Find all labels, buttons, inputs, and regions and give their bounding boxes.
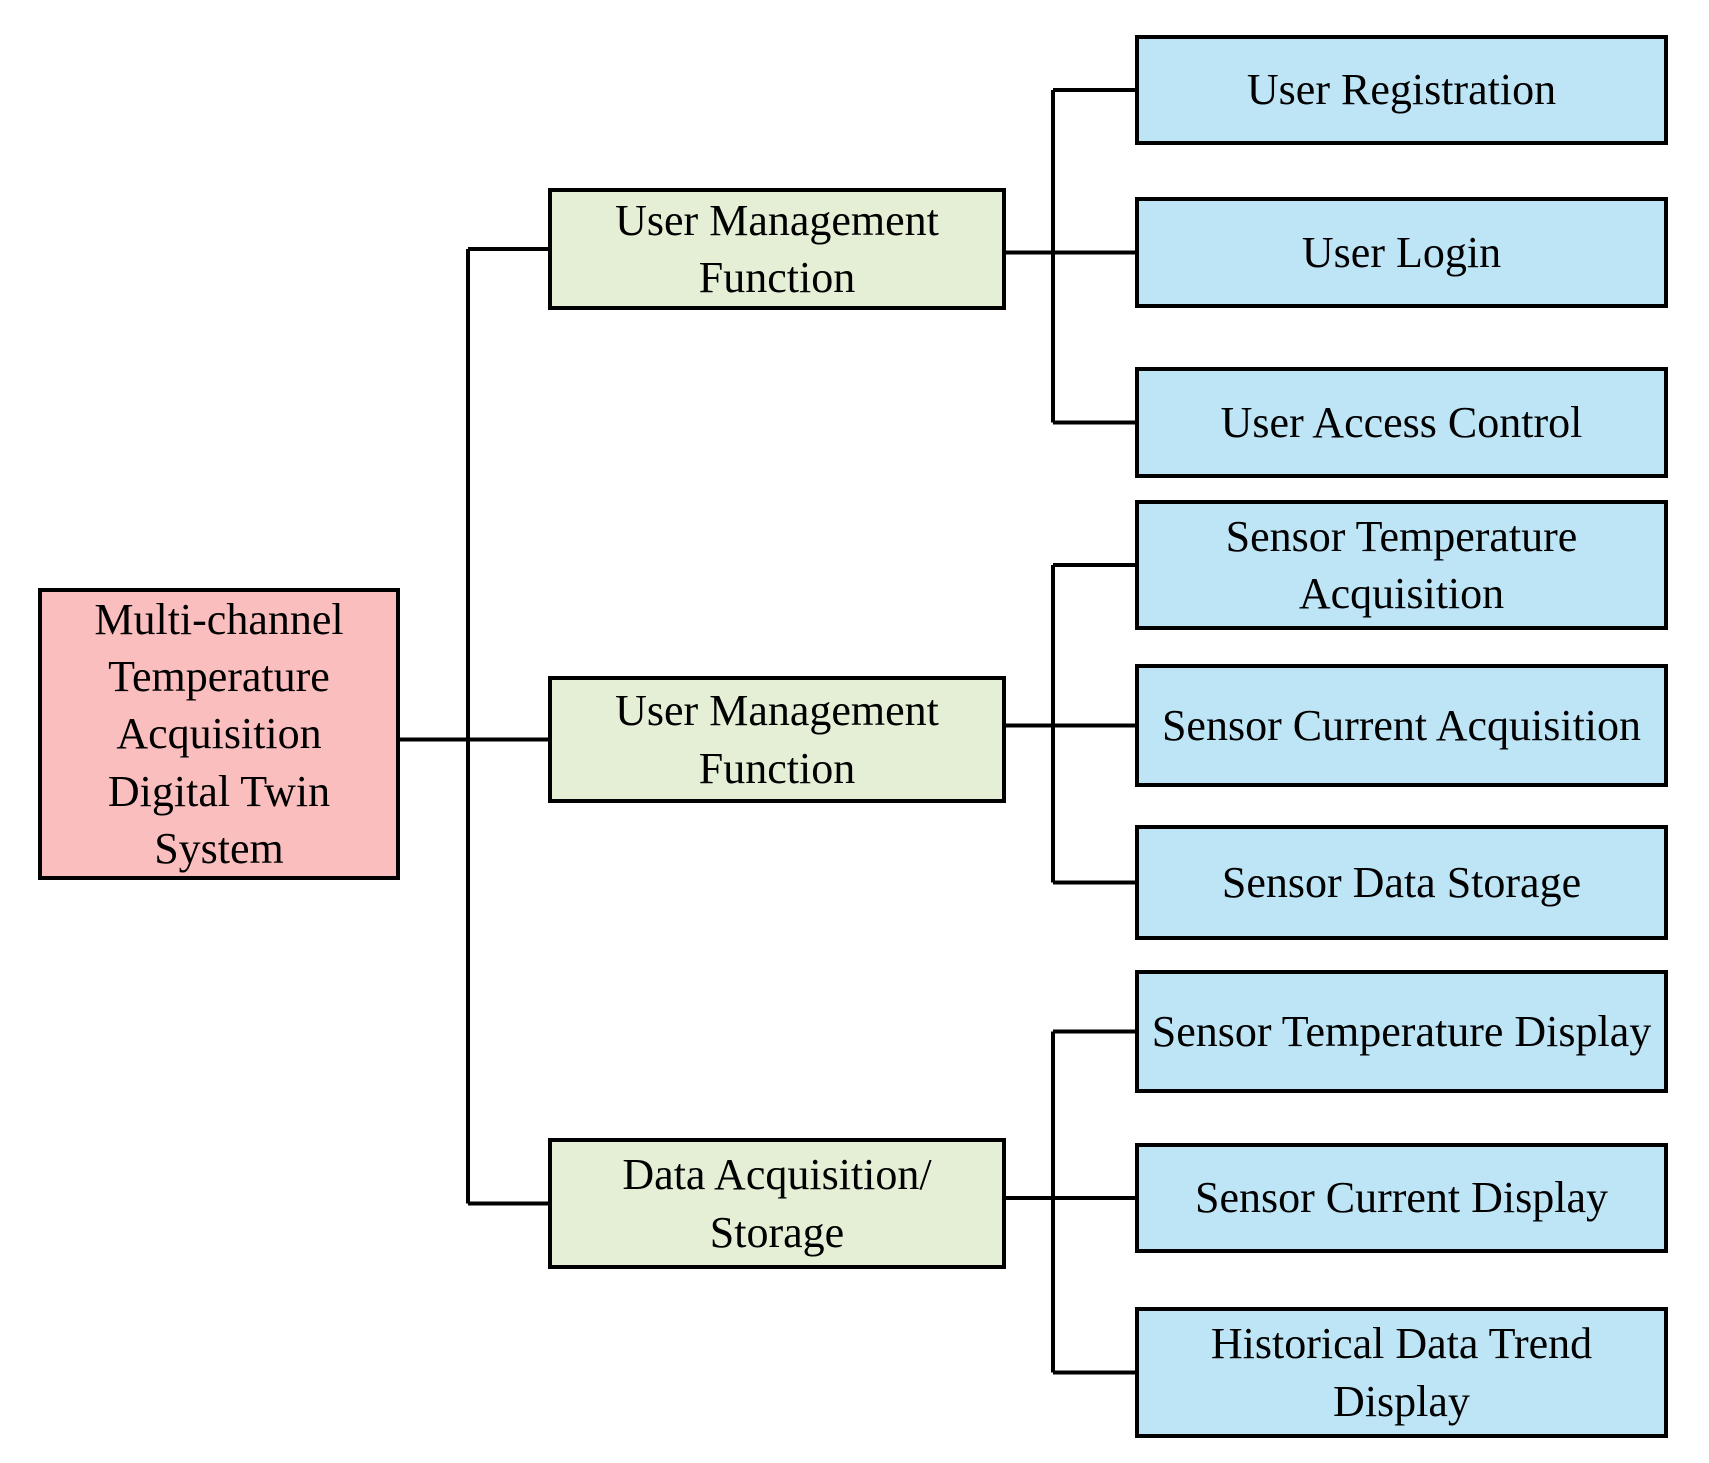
node-user-management-1: User Management Function bbox=[548, 188, 1006, 310]
node-user-management-2: User Management Function bbox=[548, 676, 1006, 803]
node-data-acquisition-storage: Data Acquisition/ Storage bbox=[548, 1138, 1006, 1269]
node-sensor-current-display-label: Sensor Current Display bbox=[1194, 1173, 1609, 1223]
node-sensor-temperature-acquisition-label: Sensor Temperature Acquisition bbox=[1225, 511, 1578, 618]
node-sensor-current-display: Sensor Current Display bbox=[1135, 1143, 1668, 1253]
node-sensor-data-storage: Sensor Data Storage bbox=[1135, 825, 1668, 940]
node-sensor-temperature-acquisition: Sensor Temperature Acquisition bbox=[1135, 500, 1668, 630]
node-user-registration: User Registration bbox=[1135, 35, 1668, 145]
node-data-acquisition-storage-label: Data Acquisition/ Storage bbox=[622, 1150, 932, 1257]
node-root-label: Multi-channel Temperature Acquisition Di… bbox=[94, 595, 344, 873]
node-sensor-current-acquisition: Sensor Current Acquisition bbox=[1135, 664, 1668, 787]
node-user-management-2-label: User Management Function bbox=[615, 686, 939, 793]
node-user-login-label: User Login bbox=[1301, 227, 1502, 277]
node-sensor-current-acquisition-label: Sensor Current Acquisition bbox=[1161, 700, 1642, 750]
node-sensor-temperature-display-label: Sensor Temperature Display bbox=[1151, 1006, 1652, 1056]
node-user-management-1-label: User Management Function bbox=[615, 195, 939, 302]
node-sensor-temperature-display: Sensor Temperature Display bbox=[1135, 970, 1668, 1093]
node-historical-data-trend-display-label: Historical Data Trend Display bbox=[1210, 1319, 1593, 1426]
node-user-access-control: User Access Control bbox=[1135, 367, 1668, 478]
node-user-registration-label: User Registration bbox=[1246, 65, 1557, 115]
node-root: Multi-channel Temperature Acquisition Di… bbox=[38, 588, 400, 880]
node-sensor-data-storage-label: Sensor Data Storage bbox=[1221, 857, 1582, 907]
node-historical-data-trend-display: Historical Data Trend Display bbox=[1135, 1307, 1668, 1438]
node-user-access-control-label: User Access Control bbox=[1220, 397, 1583, 447]
node-user-login: User Login bbox=[1135, 197, 1668, 308]
